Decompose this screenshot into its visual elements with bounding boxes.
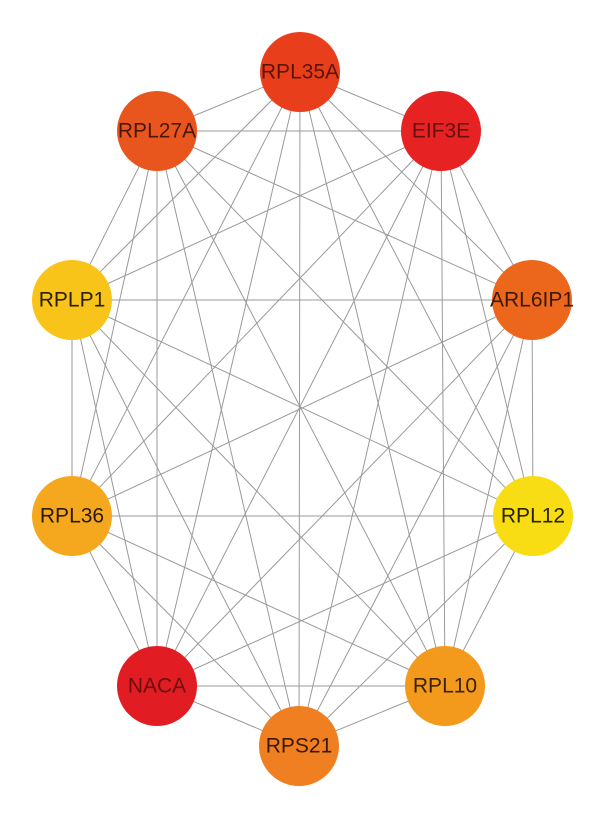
node-rps21: RPS21 bbox=[259, 706, 339, 786]
node-label-rps21: RPS21 bbox=[266, 735, 333, 758]
edge-arl6ip1-rpl36 bbox=[71, 299, 533, 517]
node-label-rpl35a: RPL35A bbox=[261, 61, 339, 84]
edge-rpl35a-arl6ip1 bbox=[299, 71, 533, 301]
node-eif3e: EIF3E bbox=[401, 91, 481, 171]
edge-rplp1-naca bbox=[71, 299, 158, 687]
node-rpl10: RPL10 bbox=[405, 646, 485, 726]
edge-eif3e-rplp1 bbox=[71, 130, 442, 301]
node-circle-rpl12 bbox=[493, 476, 573, 556]
edge-arl6ip1-naca bbox=[156, 299, 533, 687]
edge-rplp1-rpl10 bbox=[71, 299, 446, 687]
edge-rpl35a-naca bbox=[156, 71, 301, 687]
node-label-rplp1: RPLP1 bbox=[39, 289, 106, 312]
edge-rpl36-rps21 bbox=[71, 515, 300, 747]
node-rpl12: RPL12 bbox=[493, 476, 573, 556]
node-circle-arl6ip1 bbox=[492, 260, 572, 340]
node-label-naca: NACA bbox=[128, 675, 186, 698]
edge-rplp1-rps21 bbox=[71, 299, 300, 747]
edge-eif3e-rps21 bbox=[298, 130, 442, 747]
node-label-rpl27a: RPL27A bbox=[118, 120, 196, 143]
node-label-rpl36: RPL36 bbox=[40, 505, 104, 528]
node-rpl27a: RPL27A bbox=[117, 91, 197, 171]
edge-eif3e-rpl10 bbox=[440, 130, 446, 687]
node-circle-eif3e bbox=[401, 91, 481, 171]
edges-layer bbox=[71, 71, 534, 747]
node-circle-rpl10 bbox=[405, 646, 485, 726]
edge-rpl12-rps21 bbox=[298, 515, 534, 747]
edge-rpl35a-rpl10 bbox=[299, 71, 446, 687]
node-circle-rpl27a bbox=[117, 91, 197, 171]
edge-arl6ip1-rps21 bbox=[298, 299, 533, 747]
edge-eif3e-rpl12 bbox=[440, 130, 534, 517]
node-rpl36: RPL36 bbox=[32, 476, 112, 556]
node-circle-rpl35a bbox=[260, 32, 340, 112]
edge-rpl35a-rpl36 bbox=[71, 71, 301, 517]
node-label-arl6ip1: ARL6IP1 bbox=[490, 289, 574, 312]
edge-arl6ip1-rpl10 bbox=[444, 299, 533, 687]
node-circle-rps21 bbox=[259, 706, 339, 786]
edge-rpl35a-rpl12 bbox=[299, 71, 534, 517]
node-label-eif3e: EIF3E bbox=[412, 120, 470, 143]
node-rplp1: RPLP1 bbox=[32, 260, 112, 340]
edge-rpl27a-rps21 bbox=[156, 130, 300, 747]
node-circle-naca bbox=[117, 646, 197, 726]
node-naca: NACA bbox=[117, 646, 197, 726]
edge-eif3e-naca bbox=[156, 130, 442, 687]
edge-rpl36-rpl10 bbox=[71, 515, 446, 687]
node-arl6ip1: ARL6IP1 bbox=[490, 260, 574, 340]
node-label-rpl12: RPL12 bbox=[501, 505, 565, 528]
edge-rpl27a-rpl36 bbox=[71, 130, 158, 517]
edge-rpl27a-rpl12 bbox=[156, 130, 534, 517]
edge-rpl27a-arl6ip1 bbox=[156, 130, 533, 301]
node-label-rpl10: RPL10 bbox=[413, 675, 477, 698]
edge-rpl12-naca bbox=[156, 515, 534, 687]
node-circle-rplp1 bbox=[32, 260, 112, 340]
node-circle-rpl36 bbox=[32, 476, 112, 556]
node-rpl35a: RPL35A bbox=[260, 32, 340, 112]
